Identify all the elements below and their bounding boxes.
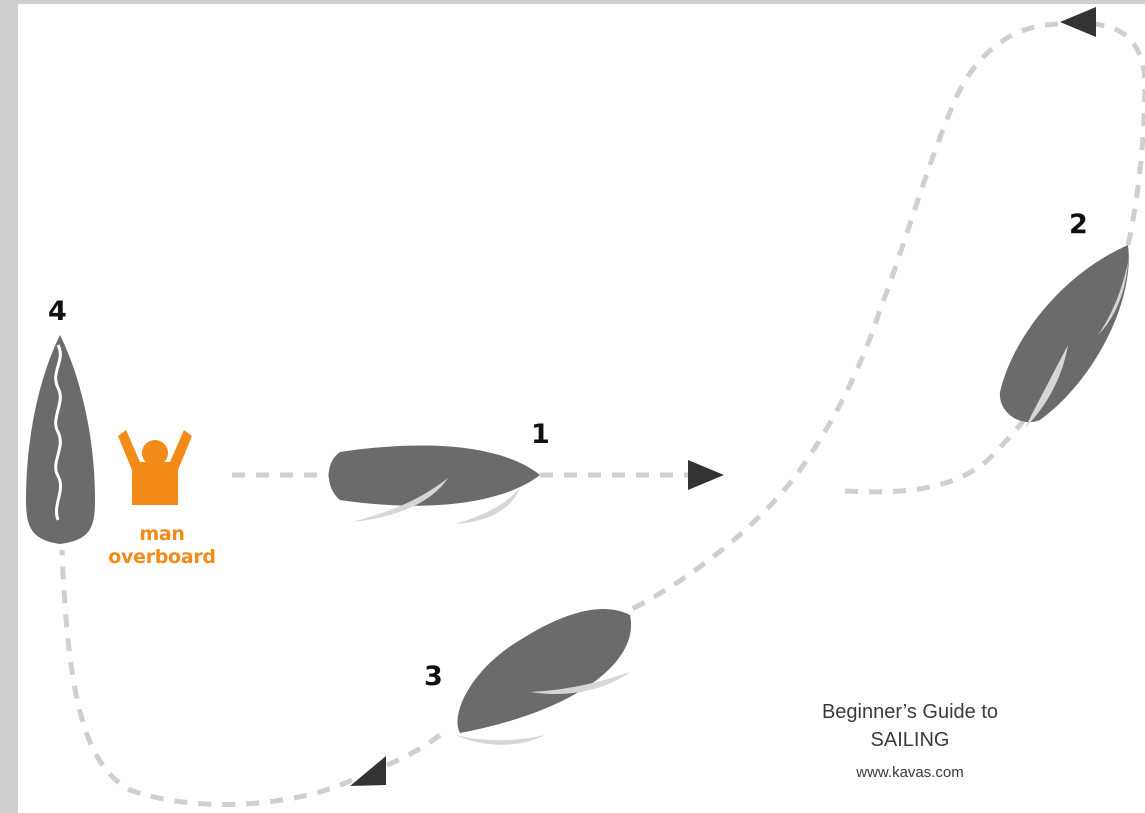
boat-1 — [329, 446, 540, 524]
boat-3 — [455, 609, 631, 745]
course-segment-2-to-top — [1090, 24, 1145, 245]
man-overboard-line1: man — [92, 523, 232, 546]
website-url: www.kavas.com — [760, 764, 1060, 781]
boat-3-jib — [455, 735, 545, 745]
course-segment-3-to-4 — [380, 735, 440, 768]
step-2-label: 2 — [1069, 209, 1088, 240]
course-segment-top-to-3 — [630, 24, 1058, 610]
guide-title-line1: Beginner’s Guide to — [760, 698, 1060, 726]
course-segment-to-2 — [845, 415, 1026, 492]
step-3-label: 3 — [424, 661, 443, 692]
direction-arrow-right — [688, 460, 724, 490]
boat-2-hull — [1000, 245, 1129, 422]
course-segment-return-to-4 — [62, 550, 352, 804]
step-4-label: 4 — [48, 296, 67, 327]
course-path — [62, 24, 1145, 804]
boat-3-hull — [458, 609, 632, 733]
boat-4 — [26, 335, 95, 544]
direction-arrow-bottom-left — [350, 756, 386, 786]
man-overboard-label: man overboard — [92, 523, 232, 569]
credit-block: Beginner’s Guide to SAILING www.kavas.co… — [760, 698, 1060, 781]
boat-1-hull — [329, 446, 540, 506]
man-overboard-line2: overboard — [92, 546, 232, 569]
person-arms-raised-icon — [118, 430, 192, 505]
guide-title-line2: SAILING — [760, 726, 1060, 754]
boat-2 — [1000, 245, 1129, 428]
direction-arrow-top-left — [1060, 7, 1096, 37]
step-1-label: 1 — [531, 419, 550, 450]
